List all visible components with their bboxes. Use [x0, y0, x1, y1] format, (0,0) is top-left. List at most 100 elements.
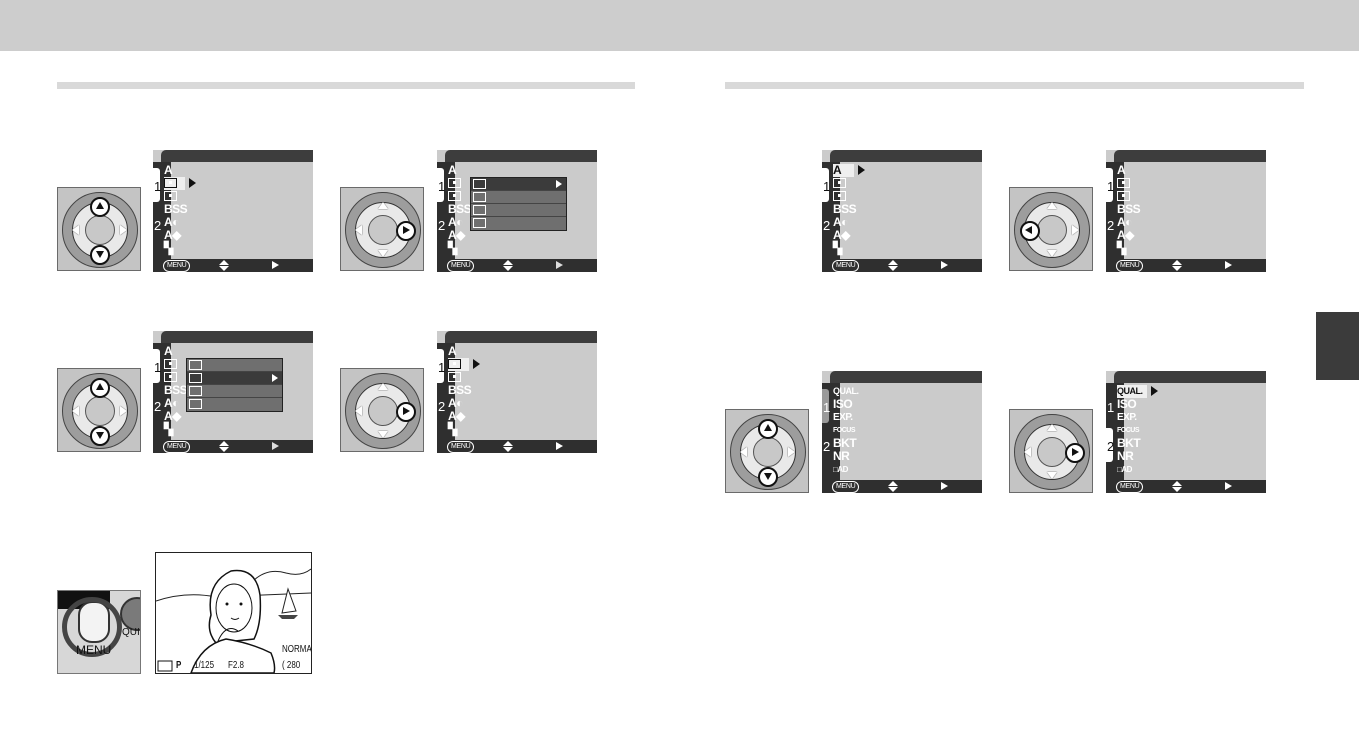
bss-icon: BSS — [164, 383, 188, 397]
exposure-icon: EXP. — [833, 412, 853, 423]
mode-label: P — [176, 660, 182, 671]
right-icon — [556, 442, 563, 450]
down-arrow-icon — [90, 245, 110, 265]
exposure-icon: EXP. — [1117, 412, 1137, 423]
bss-icon: BSS — [448, 383, 472, 397]
page-number-1: 1 — [154, 360, 162, 375]
shooting-preview: P 1/125 F2.8 NORMAL ( 280 — [155, 552, 312, 674]
hatch-icon: ▚ — [1117, 241, 1126, 255]
menu-screen-auto-selected: 1 2 A BSS A◐ A◆ ▚ MENU — [822, 150, 982, 272]
quality-icon: QUAL. — [833, 386, 859, 396]
menu-screen-page-tab: 1 2 A BSS A◐ A◆ ▚ MENU — [1106, 150, 1266, 272]
updown-icon — [503, 260, 513, 271]
updown-icon — [1172, 260, 1182, 271]
menu-pill-icon: MENU — [1116, 260, 1144, 272]
quality-readout: NORMAL — [282, 644, 312, 655]
auto-exposure-icon: A◐ — [833, 215, 848, 229]
menu-screen-spot-selected: 1 2 A BSS A◐ A◆ ▚ MENU — [437, 331, 597, 453]
hatch-icon: ▚ — [164, 422, 173, 436]
noise-reduction-icon: NR — [833, 449, 850, 463]
spot-submenu — [186, 358, 283, 412]
right-icon — [1225, 261, 1232, 269]
continuous-icon — [164, 372, 177, 382]
focus-icon: FOCUS — [1117, 427, 1140, 434]
continuous-icon — [448, 191, 461, 201]
page-number-1: 1 — [1107, 400, 1115, 415]
right-icon — [1225, 482, 1232, 490]
auto-exposure-icon: A◐ — [164, 215, 179, 229]
auto-sharpen-icon: A◆ — [833, 228, 850, 242]
section-rule-right — [725, 82, 1304, 89]
multi-selector-up-down-2 — [57, 368, 141, 452]
menu-screen-setup-page: 1 2 QUAL. ISO EXP. FOCUS BKT NR □AD MENU — [822, 371, 982, 493]
hatch-icon: ▚ — [448, 422, 457, 436]
menu-screen-metering: 1 2 A BSS A◐ A◆ ▚ MENU — [153, 150, 313, 272]
iso-icon: ISO — [833, 397, 853, 411]
right-arrow-icon — [396, 221, 416, 241]
bracketing-icon: BKT — [1117, 436, 1141, 450]
auto-sharpen-icon: A◆ — [164, 409, 181, 423]
menu-pill-icon: MENU — [832, 481, 860, 493]
menu-pill-icon: MENU — [832, 260, 860, 272]
updown-icon — [503, 441, 513, 452]
iso-icon: ISO — [1117, 397, 1137, 411]
noise-reduction-icon: NR — [1117, 449, 1134, 463]
page-number-1: 1 — [823, 400, 831, 415]
menu-pill-icon: MENU — [163, 260, 191, 272]
auto-icon: A — [833, 163, 842, 177]
adapter-icon: □AD — [833, 465, 848, 474]
bss-icon: BSS — [164, 202, 188, 216]
section-rule-left — [57, 82, 635, 89]
auto-sharpen-icon: A◆ — [448, 409, 465, 423]
multi-selector-up-down — [57, 187, 141, 271]
hatch-icon: ▚ — [448, 241, 457, 255]
updown-icon — [219, 260, 229, 271]
page-number-2: 2 — [154, 218, 162, 233]
frames-readout: ( 280 — [282, 660, 301, 671]
page-number-2: 2 — [1107, 439, 1115, 454]
continuous-icon — [164, 191, 177, 201]
menu-pill-icon: MENU — [447, 260, 475, 272]
chapter-tab-marker — [1316, 312, 1359, 380]
updown-icon — [1172, 481, 1182, 492]
multi-selector-right — [340, 187, 424, 271]
menu-screen-setup-selected: 1 2 QUAL. ISO EXP. FOCUS BKT NR □AD MENU — [1106, 371, 1266, 493]
menu-pill-icon: MENU — [1116, 481, 1144, 493]
auto-sharpen-icon: A◆ — [1117, 228, 1134, 242]
focus-icon: FOCUS — [833, 427, 856, 434]
right-icon — [941, 261, 948, 269]
auto-sharpen-icon: A◆ — [164, 228, 181, 242]
page-number-1: 1 — [438, 179, 446, 194]
page-number-2: 2 — [823, 439, 831, 454]
aperture-readout: F2.8 — [228, 660, 245, 671]
page-number-1: 1 — [154, 179, 162, 194]
up-arrow-icon — [90, 197, 110, 217]
multi-selector-right-3 — [1009, 409, 1093, 493]
right-icon — [272, 261, 279, 269]
up-arrow-icon — [758, 419, 778, 439]
continuous-icon — [448, 372, 461, 382]
updown-icon — [888, 260, 898, 271]
up-arrow-icon — [90, 378, 110, 398]
page-number-2: 2 — [438, 399, 446, 414]
multi-selector-left — [1009, 187, 1093, 271]
right-arrow-icon — [396, 402, 416, 422]
metering-icon — [1117, 178, 1130, 188]
page-number-2: 2 — [154, 399, 162, 414]
multi-selector-up-down-3 — [725, 409, 809, 493]
auto-sharpen-icon: A◆ — [448, 228, 465, 242]
bss-icon: BSS — [833, 202, 857, 216]
right-arrow-icon — [1065, 443, 1085, 463]
spot-icon — [448, 359, 461, 369]
auto-exposure-icon: A◐ — [164, 396, 179, 410]
menu-screen-metering-submenu: 1 2 A BSS A◐ A◆ ▚ MENU — [437, 150, 597, 272]
quick-button-label: QUIC — [122, 627, 140, 638]
portrait-illustration — [156, 568, 311, 673]
adapter-icon: □AD — [1117, 465, 1132, 474]
left-arrow-icon — [1020, 221, 1040, 241]
continuous-icon — [1117, 191, 1130, 201]
right-icon — [556, 261, 563, 269]
auto-exposure-icon: A◐ — [448, 215, 463, 229]
header-band — [0, 0, 1359, 51]
auto-icon: A — [164, 163, 173, 177]
